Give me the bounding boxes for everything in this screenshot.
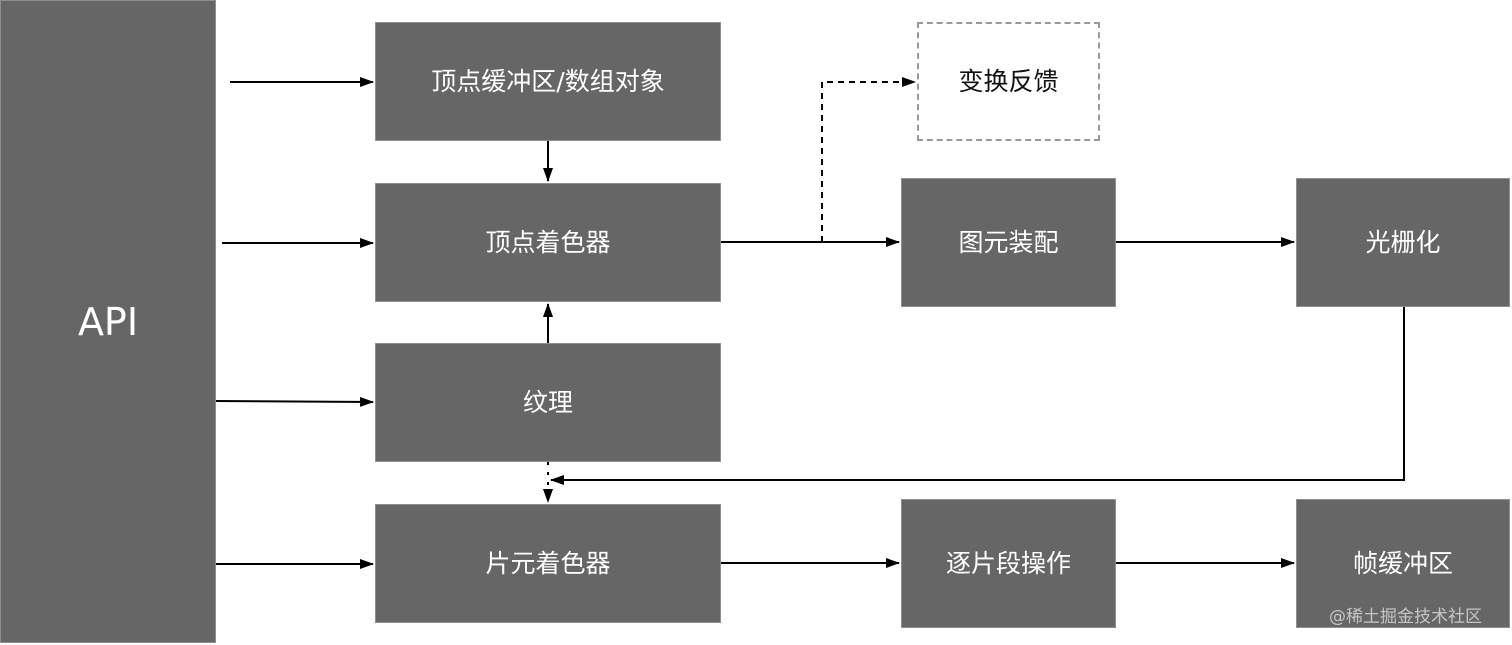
rasterization-to-fragment-shader-arrow <box>550 307 1405 485</box>
api-to-texture-arrow <box>215 396 374 407</box>
per-fragment-ops-box: 逐片段操作 <box>901 499 1116 628</box>
texture-label: 纹理 <box>522 388 573 417</box>
texture-box: 纹理 <box>375 343 721 462</box>
rasterization-box: 光栅化 <box>1296 178 1510 307</box>
api-box: API <box>0 0 216 643</box>
api-label: API <box>77 299 139 344</box>
vertex-buffer-box: 顶点缓冲区/数组对象 <box>375 22 721 141</box>
vertex-shader-box: 顶点着色器 <box>375 183 721 302</box>
primitive-assembly-label: 图元装配 <box>958 228 1059 257</box>
rasterization-label: 光栅化 <box>1365 228 1441 257</box>
fragment-shader-box: 片元着色器 <box>375 504 721 623</box>
vertex-buffer-label: 顶点缓冲区/数组对象 <box>431 67 665 96</box>
primitive-assembly-box: 图元装配 <box>901 178 1116 307</box>
transform-feedback-box: 变换反馈 <box>917 22 1100 141</box>
framebuffer-label: 帧缓冲区 <box>1352 549 1453 578</box>
vertex-shader-to-transform-feedback-dashed-arrow <box>821 77 916 242</box>
transform-feedback-label: 变换反馈 <box>958 67 1059 96</box>
per-fragment-ops-label: 逐片段操作 <box>945 549 1071 578</box>
watermark-text: @稀土掘金技术社区 <box>1329 607 1482 627</box>
vertex-shader-label: 顶点着色器 <box>485 228 611 257</box>
framebuffer-box: 帧缓冲区 <box>1296 499 1510 628</box>
fragment-shader-label: 片元着色器 <box>485 549 611 578</box>
